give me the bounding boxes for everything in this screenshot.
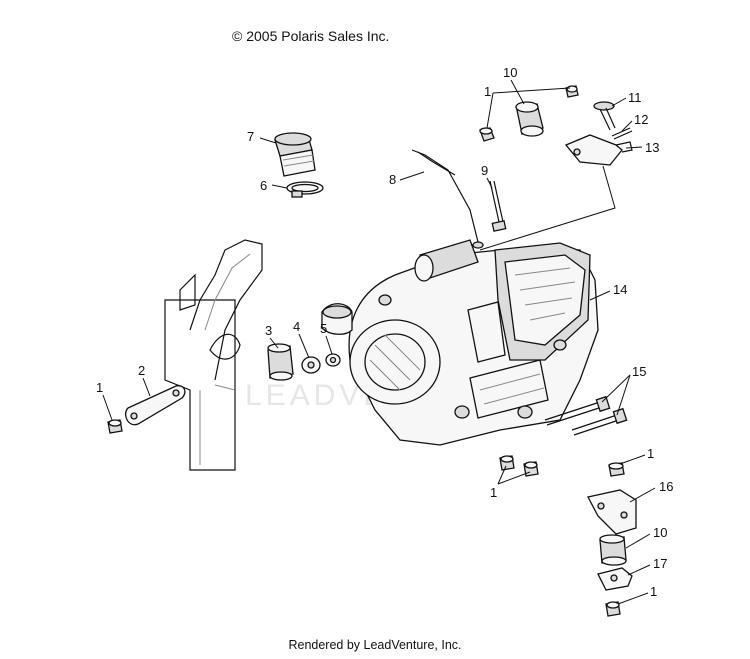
callout-1-bottom: 1 [650,584,657,599]
footer-credit: Rendered by LeadVenture, Inc. [288,638,462,652]
part-14-engine [321,239,599,446]
callout-10-top: 10 [503,65,517,80]
callout-17: 17 [653,556,667,571]
part-9-bolt [489,180,507,232]
part-7-intake-boot [274,132,316,177]
callout-11: 11 [628,90,642,105]
callout-16: 16 [659,479,673,494]
callout-3: 3 [265,323,272,338]
callout-7: 7 [247,129,254,144]
part-5-washer [325,353,341,367]
part-1-top-nuts [479,85,579,142]
part-15-bolts [544,395,628,436]
callout-numbers: 1 10 11 12 13 7 6 8 9 14 3 4 5 2 1 15 1 … [96,65,673,599]
part-3-spacer [267,343,294,381]
callout-5: 5 [320,321,327,336]
part-10-bottom-rubber-mount [599,534,627,566]
part-12-pin [611,127,633,140]
frame-section [164,239,263,471]
part-17-plate [597,567,633,591]
callout-1-top: 1 [484,84,491,99]
callout-8: 8 [389,172,396,187]
part-1-bottom-nut [605,601,621,617]
callout-15: 15 [632,364,646,379]
callout-1-right: 1 [647,446,654,461]
leader-lines [102,79,656,605]
part-11-bolt [593,101,616,131]
callout-10-bottom: 10 [653,525,667,540]
part-8-rod [411,149,484,249]
part-10-top-rubber-mount [515,101,544,137]
part-1-left-nut [107,419,123,434]
callout-13: 13 [645,140,659,155]
part-6-clamp [286,181,324,198]
part-16-bracket [587,489,637,535]
callout-4: 4 [293,319,300,334]
callout-1-middle: 1 [490,485,497,500]
part-4-washer [301,356,321,374]
part-1-right-nut [608,462,625,477]
part-13-bracket [564,134,633,166]
callout-14: 14 [613,282,627,297]
copyright-text: © 2005 Polaris Sales Inc. [232,28,390,44]
callout-12: 12 [634,112,648,127]
callout-6: 6 [260,178,267,193]
callout-2: 2 [138,363,145,378]
callout-9: 9 [481,163,488,178]
part-2-link-plate [124,385,186,426]
callout-1-left: 1 [96,380,103,395]
